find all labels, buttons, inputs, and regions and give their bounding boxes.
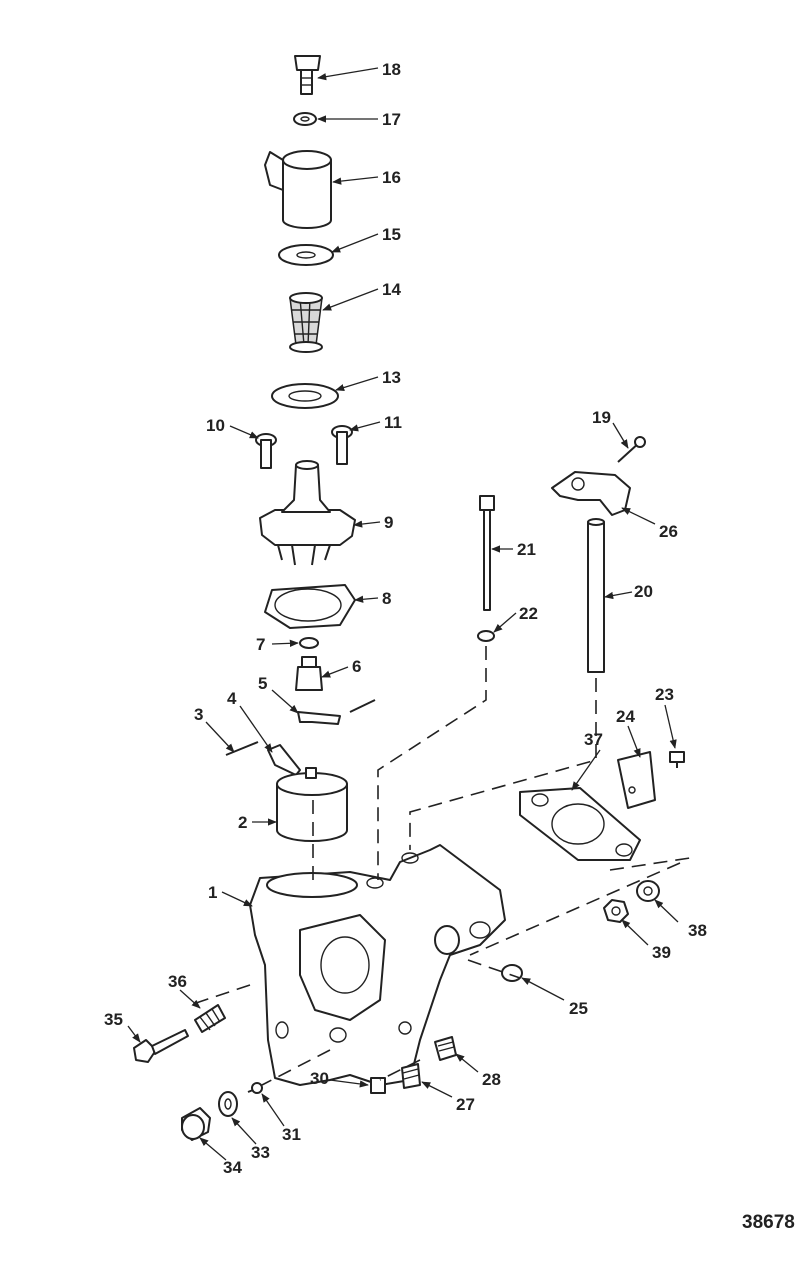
part-16-cover bbox=[264, 150, 332, 229]
callout-8: 8 bbox=[382, 589, 391, 608]
part-30-jet bbox=[370, 1077, 386, 1094]
callout-22: 21 bbox=[517, 540, 536, 559]
callout-20: 26 bbox=[659, 522, 678, 541]
part-23-washer bbox=[477, 630, 495, 642]
part-7-oring bbox=[299, 637, 319, 649]
callout-26: 25 bbox=[569, 999, 588, 1018]
callout-19: 19 bbox=[592, 408, 611, 427]
callout-37: 37 bbox=[584, 730, 603, 749]
part-39-nut bbox=[603, 899, 629, 923]
part-34-plug bbox=[181, 1107, 211, 1141]
callout-28: 28 bbox=[482, 1070, 501, 1089]
part-33-washer bbox=[218, 1091, 238, 1117]
part-17-washer bbox=[293, 112, 317, 126]
part-37-gasket bbox=[519, 787, 641, 861]
callout-3: 3 bbox=[194, 705, 203, 724]
callout-13: 13 bbox=[382, 368, 401, 387]
callout-1: 1 bbox=[208, 883, 217, 902]
callout-2: 2 bbox=[238, 813, 247, 832]
part-24-screw bbox=[669, 751, 685, 768]
figure-number: 38678 bbox=[742, 1212, 795, 1233]
part-18-screw bbox=[294, 55, 321, 95]
callout-9: 9 bbox=[384, 513, 393, 532]
part-28-plug bbox=[434, 1036, 457, 1061]
part-20-lever bbox=[551, 471, 631, 516]
part-10-screw bbox=[255, 433, 277, 469]
callout-18: 18 bbox=[382, 60, 401, 79]
part-5-float-arm bbox=[297, 711, 341, 725]
callout-14: 14 bbox=[382, 280, 401, 299]
part-36-spring bbox=[194, 1004, 226, 1033]
callout-15: 15 bbox=[382, 225, 401, 244]
part-38-washer bbox=[636, 880, 660, 902]
callout-35: 35 bbox=[104, 1010, 123, 1029]
callout-23: 22 bbox=[519, 604, 538, 623]
part-26-plug bbox=[501, 964, 523, 982]
part-15-gasket bbox=[278, 244, 334, 266]
part-27-plug bbox=[401, 1063, 421, 1089]
part-19-screw bbox=[617, 436, 646, 463]
part-9-housing bbox=[259, 460, 356, 566]
leader-lines bbox=[127, 67, 679, 1161]
callout-27: 27 bbox=[456, 1095, 475, 1114]
callout-33: 33 bbox=[251, 1143, 270, 1162]
callout-36: 36 bbox=[168, 972, 187, 991]
callout-10: 10 bbox=[206, 416, 225, 435]
part-3-pin bbox=[225, 741, 259, 756]
callout-4: 4 bbox=[227, 689, 237, 708]
callout-25: 24 bbox=[616, 707, 635, 726]
callout-6: 6 bbox=[352, 657, 361, 676]
assembly-dashed-lines bbox=[189, 646, 691, 1086]
callout-34: 34 bbox=[223, 1158, 242, 1177]
callout-24: 23 bbox=[655, 685, 674, 704]
part-14-filter bbox=[289, 292, 323, 353]
callout-39: 39 bbox=[652, 943, 671, 962]
callout-7: 7 bbox=[256, 635, 265, 654]
part-25-plate bbox=[617, 751, 656, 809]
part-22-rod bbox=[479, 495, 495, 611]
callout-21: 20 bbox=[634, 582, 653, 601]
part-1-body bbox=[249, 844, 506, 1086]
part-6-valve bbox=[295, 656, 323, 691]
part-11-screw bbox=[331, 425, 353, 465]
callout-11: 11 bbox=[384, 413, 402, 432]
callout-16: 16 bbox=[382, 168, 401, 187]
part-2-float bbox=[276, 767, 348, 842]
callout-30: 30 bbox=[310, 1069, 329, 1088]
callout-38: 38 bbox=[688, 921, 707, 940]
part-8-gasket bbox=[264, 584, 356, 629]
part-4-lever bbox=[267, 744, 301, 776]
callout-31: 31 bbox=[282, 1125, 301, 1144]
part-31-screw bbox=[247, 1082, 263, 1094]
part-35-screw bbox=[133, 1029, 189, 1063]
part-5-pin bbox=[349, 699, 376, 713]
part-21-rod bbox=[587, 518, 605, 673]
callout-17: 17 bbox=[382, 110, 401, 129]
callout-5: 5 bbox=[258, 674, 267, 693]
part-13-gasket bbox=[271, 383, 339, 409]
